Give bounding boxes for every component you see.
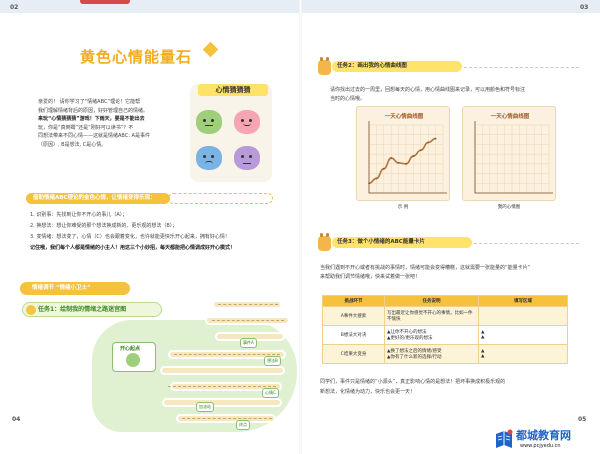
chart-title: 一天心情曲线图 (490, 114, 530, 120)
blank-mood-chart (474, 121, 553, 194)
mood-point (397, 161, 400, 164)
intro-text: 亲爱的！ 请你学习了“情绪ABC”理论！它能帮 我们理解情绪背后的原因，好好管理… (38, 99, 150, 148)
chart-caption: 我的心情图 (497, 205, 521, 210)
mood-point (390, 157, 393, 159)
mood-point (419, 149, 422, 152)
maze-station: 想法B (264, 356, 281, 366)
task1-title: 任务1：绘制我的情绪之路迷宫图 (38, 306, 127, 313)
mood-point (375, 177, 378, 180)
maze-station: 心情C (262, 388, 279, 398)
maze-station: 事件A (240, 338, 257, 348)
maze-lane (162, 398, 282, 407)
chart-caption: 示 例 (397, 205, 409, 210)
page-number-bottom-right: 05 (578, 416, 587, 423)
mood-point (412, 155, 415, 157)
watermark-url: www.pcjyedu.cn (520, 443, 561, 449)
task2-title: 任务2：画出我的心情曲线图 (332, 61, 462, 72)
fill-area[interactable]: ▲ ▲ (478, 325, 568, 345)
star-icon (26, 305, 36, 315)
mood-point (405, 162, 407, 165)
axis-line (474, 121, 553, 194)
maze-start-label: 开心起点 (120, 346, 141, 352)
banner-dashed-trail (168, 193, 273, 204)
mood-point (434, 137, 437, 140)
page-number-top-right: 03 (580, 4, 589, 11)
header-bar-right (302, 0, 600, 13)
steps-list: 1. 识别事：先找到让你不开心的事儿（A）； 2. 换想法：想让你难受的那个想法… (30, 212, 236, 251)
chart-title: 一天心情曲线图 (384, 114, 424, 120)
watermark-name: 都城教育网 (516, 429, 571, 442)
table-row: B想法大对决 ▲让你不开心的想法 ▲更好的/更乐观的想法 ▲ ▲ (322, 325, 568, 345)
task1-badge (22, 302, 162, 317)
page-number-bottom-left: 04 (12, 416, 21, 423)
sad-face-icon (196, 146, 222, 170)
task2-text: 请你找出过去的一周里，回想每天的心情，用心情曲线图来记录，可以用颜色和符号标注 … (330, 87, 526, 102)
happy-face-icon (234, 110, 260, 134)
mascot-icon (126, 353, 140, 367)
task3-title: 任务3：做个小情绪的ABC能量卡片 (332, 237, 472, 248)
mood-point (368, 182, 370, 185)
book-spine (299, 0, 302, 454)
axis-line (368, 121, 447, 194)
mood-curve-line (368, 137, 436, 185)
giraffe-icon (318, 57, 331, 75)
mood-curve-chart (368, 121, 447, 194)
angry-face-icon (234, 146, 260, 170)
closing-text: 同学们，事件只是情绪的“小源头”，真正影响心情的是想法！把坏事换成积极乐观的 新… (320, 379, 506, 395)
abc-method-banner: 借助情绪ABC理论的金色心情，让情绪变得乐观： (26, 193, 170, 204)
calm-face-icon (196, 110, 222, 134)
book-logo-icon (496, 429, 513, 448)
giraffe-icon (318, 233, 331, 251)
maze-lane (160, 366, 285, 375)
mood-guess-label: 心情猜猜猜 (198, 84, 268, 96)
table-header: 填写区域 (478, 295, 568, 307)
table-header: 任务说明 (384, 295, 479, 307)
task3-text: 当我们遇到不开心或者有挑战的事情时，情绪可能会变得糟糕，这就需要一张能量的“能量… (320, 265, 531, 280)
maze-station: 加油站 (196, 402, 214, 412)
example-mood-chart: 一天心情曲线图 (356, 106, 450, 201)
table-row: C结果大变身 ▲换了想法之后的情绪/感受 ▲你有了什么新的选择/行动 ▲ ▲ (322, 344, 568, 364)
fill-area[interactable] (478, 306, 568, 326)
fill-area[interactable]: ▲ ▲ (478, 344, 568, 364)
abc-energy-card-table: 挑战环节 任务说明 填写区域 A事件大搜索 写出最近让你感觉不开心的事情，比如一… (322, 295, 568, 364)
header-tab-left (80, 0, 130, 4)
my-mood-chart: 一天心情曲线图 (462, 106, 556, 201)
mood-point (427, 141, 430, 144)
table-header: 挑战环节 (322, 295, 385, 307)
header-bar-left (0, 0, 300, 13)
mood-point (382, 167, 385, 170)
page-title: 黄色心情能量石 (80, 48, 193, 66)
page-number-top-left: 02 (10, 4, 19, 11)
diamond-icon (202, 41, 219, 58)
table-row: A事件大搜索 写出最近让你感觉不开心的事情，比如一件不愉快 (322, 306, 568, 326)
emotion-guard-banner: 情绪调节 “情绪小卫士” (20, 282, 130, 295)
maze-station: 终点 (236, 420, 250, 430)
